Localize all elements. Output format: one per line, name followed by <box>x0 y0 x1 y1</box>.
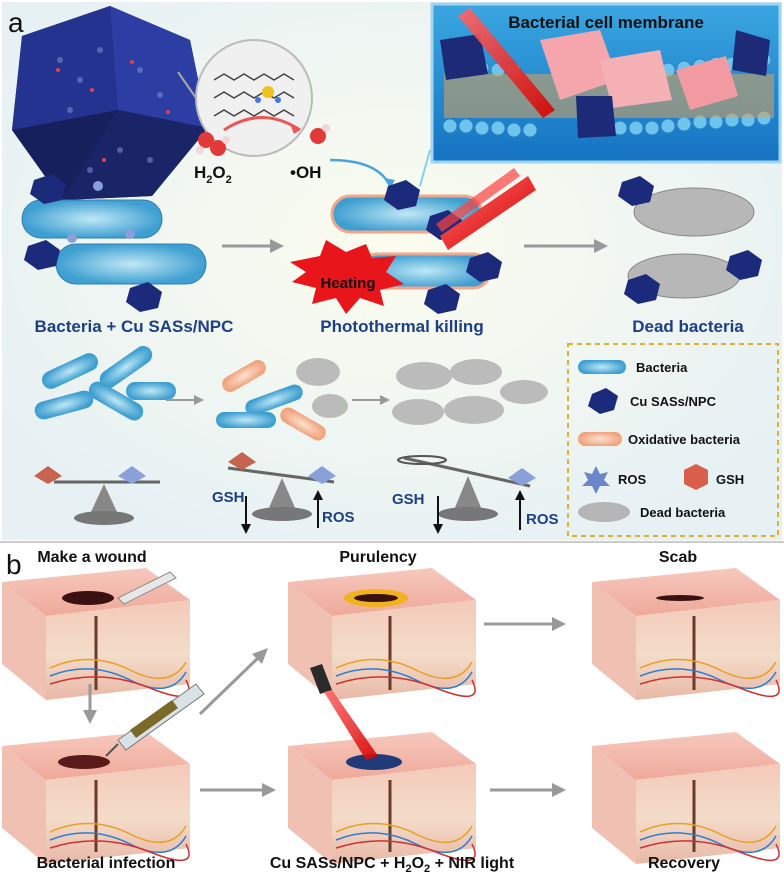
stage-label-1: Bacteria + Cu SASs/NPC <box>35 317 234 336</box>
stage-label-3: Dead bacteria <box>632 317 744 336</box>
panel-a-letter: a <box>8 7 24 38</box>
legend: Bacteria Cu SASs/NPC Oxidative bacteria … <box>567 343 779 537</box>
h2o2-molecule-icon <box>196 132 230 156</box>
skin-block-recovery <box>592 732 780 864</box>
legend-label-dead: Dead bacteria <box>640 505 726 520</box>
skin-block-treatment <box>288 732 476 864</box>
syringe-icon <box>105 683 205 757</box>
legend-label-bacteria: Bacteria <box>636 360 688 375</box>
label-bacterial-infection: Bacterial infection <box>37 855 176 872</box>
heating-burst: Heating <box>290 240 404 314</box>
gsh-icon <box>684 464 708 490</box>
bacteria-group-2 <box>216 358 348 441</box>
balance-scale-2 <box>227 452 336 521</box>
scalpel-icon <box>117 571 177 605</box>
bacteria-icon <box>578 360 626 374</box>
nir-laser-icon <box>310 664 378 760</box>
nanocrystal-large-icon <box>12 6 208 200</box>
label-scab: Scab <box>659 549 697 566</box>
graphene-magnifier <box>177 39 313 157</box>
nanocrystal-icon <box>588 388 618 414</box>
stage-label-2: Photothermal killing <box>320 317 483 336</box>
h2o2-label: H2O2 <box>194 163 232 186</box>
gsh-label-2: GSH <box>392 491 425 508</box>
bacteria-group-3 <box>392 359 548 425</box>
balance-scale-1 <box>34 466 160 525</box>
ros-label-1: ROS <box>322 509 355 526</box>
label-treatment: Cu SASs/NPC + H2O2 + NIR light <box>270 855 515 874</box>
skin-block-purulency <box>288 568 476 700</box>
skin-block-scab <box>592 568 780 700</box>
label-purulency: Purulency <box>339 549 416 566</box>
panel-b-letter: b <box>6 549 22 580</box>
dead-bacteria-cluster <box>618 176 762 304</box>
skin-block-wound <box>2 568 190 700</box>
legend-label-ros: ROS <box>618 472 647 487</box>
oh-molecule-icon <box>310 124 330 144</box>
photothermal-bacteria <box>330 168 536 314</box>
oxidative-bacteria-icon <box>578 432 622 446</box>
bacteria-with-nanocrystals <box>21 174 207 312</box>
gsh-label-1: GSH <box>212 489 245 506</box>
legend-label-gsh: GSH <box>716 472 744 487</box>
legend-label-cu-sas: Cu SASs/NPC <box>630 394 717 409</box>
ros-label-2: ROS <box>526 511 559 528</box>
ros-icon <box>582 466 610 494</box>
membrane-title: Bacterial cell membrane <box>508 13 704 32</box>
skin-block-infection <box>2 732 190 864</box>
dead-bacteria-icon <box>578 502 630 522</box>
hydroxyl-label: •OH <box>290 163 321 182</box>
bacteria-group-1 <box>34 345 176 421</box>
label-recovery: Recovery <box>648 855 720 872</box>
heating-label: Heating <box>320 275 375 292</box>
balance-scale-3 <box>397 455 536 521</box>
legend-label-oxidative: Oxidative bacteria <box>628 432 741 447</box>
membrane-inset: Bacterial cell membrane <box>430 2 782 164</box>
label-make-wound: Make a wound <box>37 549 146 566</box>
